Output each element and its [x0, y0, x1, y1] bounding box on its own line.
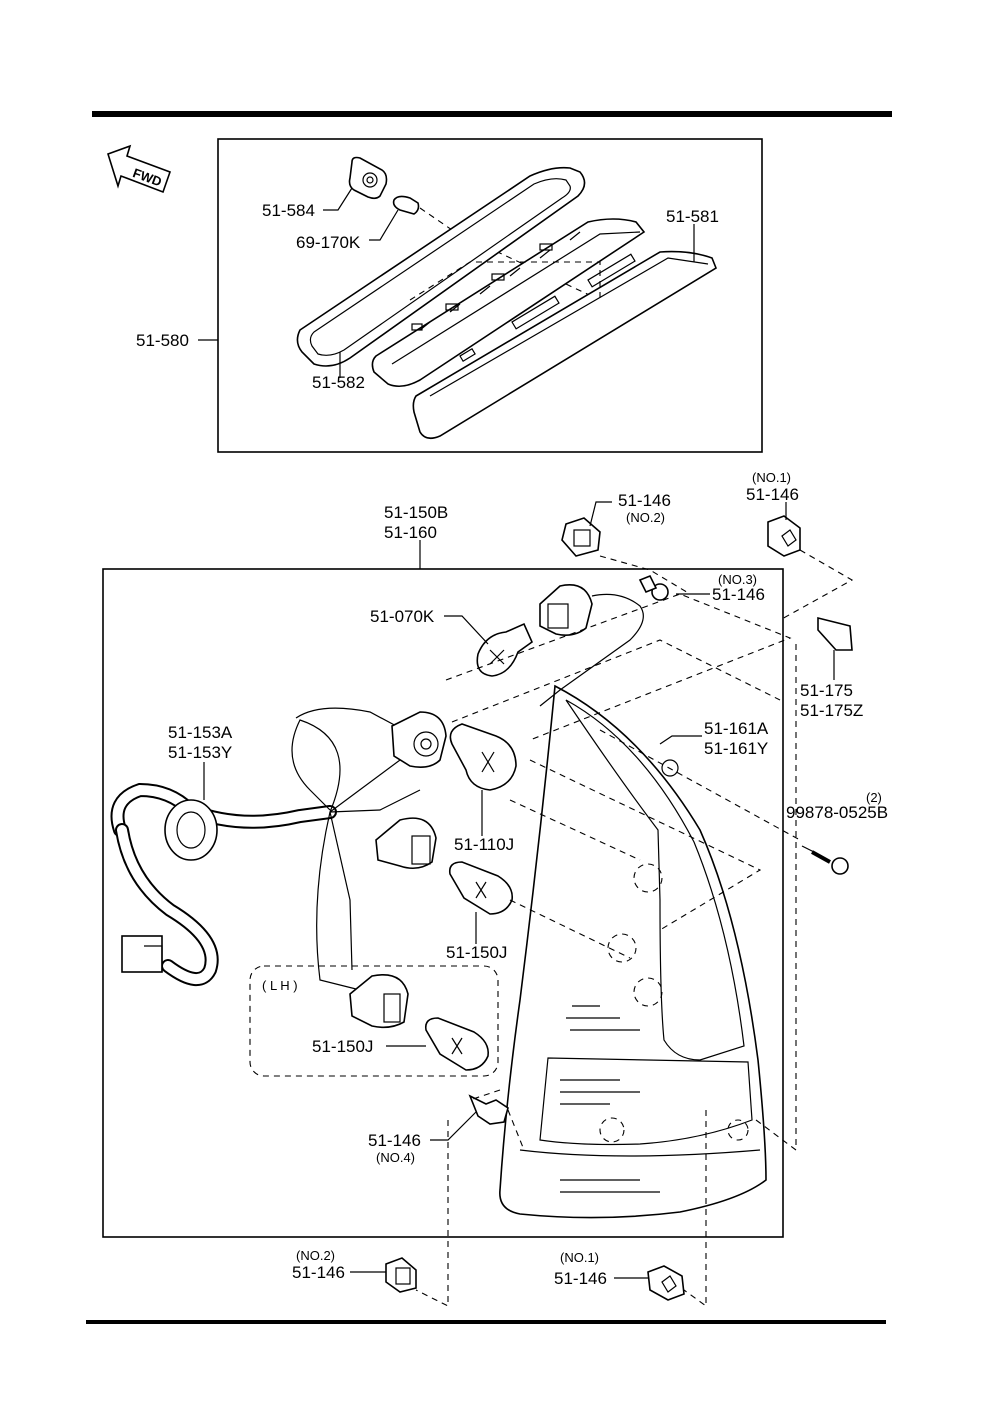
wiring-harness-51-153A-icon	[110, 707, 431, 991]
label-no4: (NO.4)	[376, 1150, 415, 1165]
label-51-070K: 51-070K	[370, 607, 435, 626]
screw-99878-icon	[811, 850, 849, 875]
label-51-580: 51-580	[136, 331, 189, 350]
high-mount-stop-lamp-assembly: FWD	[107, 138, 763, 453]
label-51-150J-lh: 51-150J	[312, 1037, 373, 1056]
socket-upper-icon	[391, 711, 447, 768]
bulb-51-150J-icon	[448, 861, 514, 915]
bulb-51-070K-icon	[476, 622, 533, 677]
label-51-584: 51-584	[262, 201, 315, 220]
label-no2-top: (NO.2)	[626, 510, 665, 525]
lh-group-box	[249, 965, 499, 1077]
clip-no1-bottom-icon	[647, 1265, 685, 1301]
label-51-582: 51-582	[312, 373, 365, 392]
label-51-150J: 51-150J	[446, 943, 507, 962]
label-no3: (NO.3)	[718, 572, 757, 587]
lens-51-582-icon	[296, 166, 586, 367]
label-51-146-no1-bottom: 51-146	[554, 1269, 607, 1288]
socket-top-icon	[539, 584, 644, 707]
bulb-69-170K-icon	[392, 195, 420, 215]
label-51-146-no3: 51-146	[712, 585, 765, 604]
label-no2-bottom: (NO.2)	[296, 1248, 335, 1263]
base-51-581-icon	[412, 250, 717, 440]
label-51-110J: 51-110J	[454, 835, 514, 854]
label-51-153A: 51-153A	[168, 723, 233, 742]
reflector-icon	[371, 218, 646, 388]
socket-middle-icon	[375, 817, 437, 870]
socket-51-584-icon	[348, 156, 388, 200]
bulb-51-110J-icon	[449, 723, 517, 791]
label-51-150B: 51-150B	[384, 503, 448, 522]
label-51-146-no2-top: 51-146	[618, 491, 671, 510]
label-51-161Y: 51-161Y	[704, 739, 768, 758]
bottom-assembly-frame	[102, 568, 784, 1238]
clip-no2-top-icon	[561, 517, 601, 557]
label-51-146-no1-top: 51-146	[746, 485, 799, 504]
clip-no3-icon	[638, 574, 669, 601]
clip-no1-top-icon	[767, 515, 801, 557]
rear-combination-lamp-assembly: 51-150B 51-160 51-146 (NO.2) (NO.1) 51-1…	[102, 470, 888, 1308]
label-99878-0525B: 99878-0525B	[786, 803, 888, 822]
gasket-51-175-icon	[817, 616, 853, 651]
clip-no2-bottom-icon	[385, 1257, 417, 1293]
label-no1-top: (NO.1)	[752, 470, 791, 485]
label-51-175Z: 51-175Z	[800, 701, 863, 720]
label-no1-bottom: (NO.1)	[560, 1250, 599, 1265]
fwd-arrow-icon: FWD	[107, 144, 172, 194]
label-lh: ( L H )	[262, 978, 298, 993]
label-51-153Y: 51-153Y	[168, 743, 232, 762]
label-51-146-no4: 51-146	[368, 1131, 421, 1150]
label-qty-2: (2)	[866, 790, 882, 805]
socket-lh-icon	[349, 974, 409, 1029]
bulb-51-150J-lh-icon	[424, 1017, 490, 1071]
label-51-581: 51-581	[666, 207, 719, 226]
bottom-rule	[86, 1320, 886, 1324]
label-51-146-no2-bottom: 51-146	[292, 1263, 345, 1282]
label-51-160: 51-160	[384, 523, 437, 542]
label-69-170K: 69-170K	[296, 233, 361, 252]
label-51-161A: 51-161A	[704, 719, 769, 738]
clip-no4-icon	[468, 1094, 509, 1125]
top-rule	[92, 111, 892, 117]
lens-51-161A-icon	[499, 684, 767, 1219]
label-51-175: 51-175	[800, 681, 853, 700]
top-assembly-frame	[217, 138, 763, 453]
